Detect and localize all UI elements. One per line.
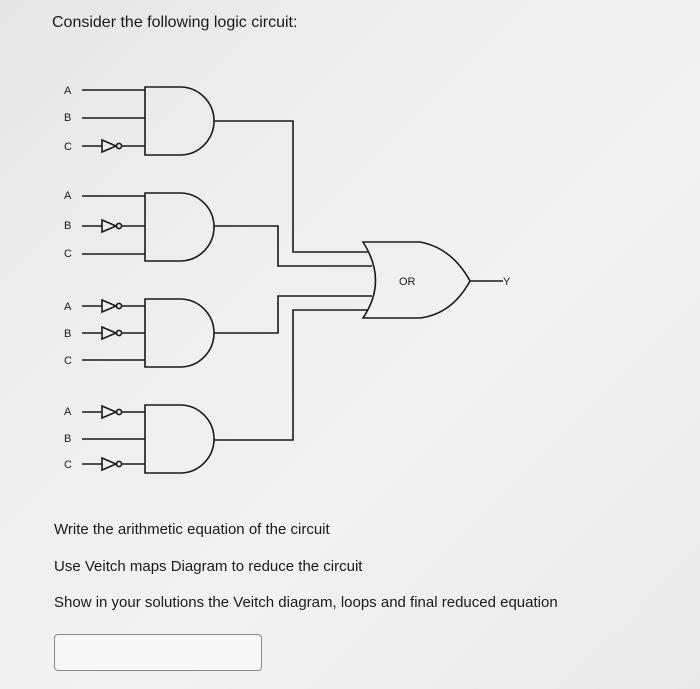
inverter-bubble-icon xyxy=(115,408,123,416)
page-title: Consider the following logic circuit: xyxy=(52,14,298,31)
or-gate-body xyxy=(361,241,471,319)
and-gate-4-output-wire xyxy=(214,309,368,441)
gate-2-input-b-label: B xyxy=(64,220,71,232)
and-gate-2: A B C xyxy=(64,190,372,267)
not-gate-icon xyxy=(101,298,119,314)
and-gate-4-body xyxy=(144,404,215,474)
and-gate-1-body xyxy=(144,86,215,156)
gate-3-input-b-label: B xyxy=(64,328,71,340)
and-gate-3-body xyxy=(144,298,215,368)
gate-1-input-b-label: B xyxy=(64,112,71,124)
logic-circuit-diagram: A B C A B C A B C xyxy=(64,85,511,474)
inverter-bubble-icon xyxy=(115,460,123,468)
answer-input-box[interactable] xyxy=(54,634,262,671)
gate-1-input-a-label: A xyxy=(64,85,72,97)
and-gate-4: A B C xyxy=(64,309,368,474)
inverter-bubble-icon xyxy=(115,222,123,230)
gate-3-input-a-label: A xyxy=(64,301,72,313)
and-gate-1: A B C xyxy=(64,85,368,253)
gate-2-input-a-label: A xyxy=(64,190,72,202)
and-gate-2-output-wire xyxy=(214,225,372,267)
not-gate-icon xyxy=(101,218,119,234)
instruction-2: Use Veitch maps Diagram to reduce the ci… xyxy=(54,558,363,575)
or-gate: OR Y xyxy=(361,241,511,319)
gate-4-input-b-label: B xyxy=(64,433,71,445)
and-gate-2-body xyxy=(144,192,215,262)
gate-1-input-c-label: C xyxy=(64,141,72,153)
and-gate-3-output-wire xyxy=(214,295,372,334)
gate-3-input-c-label: C xyxy=(64,355,72,367)
instruction-3: Show in your solutions the Veitch diagra… xyxy=(54,594,558,611)
not-gate-icon xyxy=(101,404,119,420)
inverter-bubble-icon xyxy=(115,142,123,150)
gate-2-input-c-label: C xyxy=(64,248,72,260)
inverter-bubble-icon xyxy=(115,302,123,310)
not-gate-icon xyxy=(101,325,119,341)
not-gate-icon xyxy=(101,138,119,154)
gate-4-input-a-label: A xyxy=(64,406,72,418)
output-y-label: Y xyxy=(503,276,511,288)
not-gate-icon xyxy=(101,456,119,472)
and-gate-3: A B C xyxy=(64,295,372,368)
gate-4-input-c-label: C xyxy=(64,459,72,471)
inverter-bubble-icon xyxy=(115,329,123,337)
and-gate-1-output-wire xyxy=(214,120,368,253)
or-gate-label: OR xyxy=(399,276,416,288)
instruction-1: Write the arithmetic equation of the cir… xyxy=(54,521,330,538)
